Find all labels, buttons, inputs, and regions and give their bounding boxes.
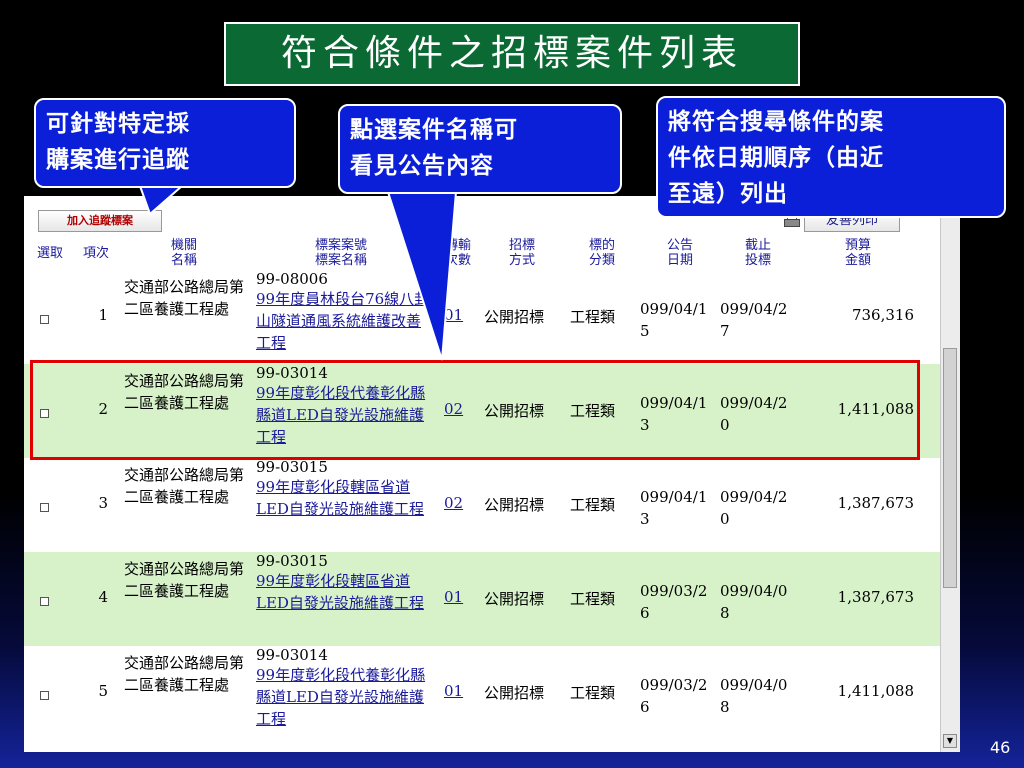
row-case-name-link[interactable]: 99年度彰化段代養彰化縣縣道LED自發光設施維護工程 — [256, 384, 426, 446]
table-row: 2 交通部公路總局第二區養護工程處 99-03014 99年度彰化段代養彰化縣縣… — [24, 364, 940, 458]
row-index: 5 — [98, 682, 108, 700]
row-case-name-link[interactable]: 99年度彰化段轄區省道LED自發光設施維護工程 — [256, 572, 424, 612]
row-case-name-link[interactable]: 99年度彰化段代養彰化縣縣道LED自發光設施維護工程 — [256, 666, 426, 728]
callout-tracking: 可針對特定採 購案進行追蹤 — [34, 98, 296, 188]
row-index: 1 — [98, 306, 108, 324]
callout-text: 購案進行追蹤 — [46, 147, 190, 173]
row-pub-date: 099/04/13 — [640, 488, 708, 528]
callout-text: 至遠）列出 — [668, 181, 788, 207]
row-case-name-link[interactable]: 99年度彰化段轄區省道LED自發光設施維護工程 — [256, 478, 424, 518]
row-agency: 交通部公路總局第二區養護工程處 — [124, 278, 245, 318]
row-case-number: 99-03014 — [256, 364, 328, 382]
row-index: 2 — [98, 400, 108, 418]
header-category[interactable]: 標的分類 — [588, 238, 615, 268]
row-transmissions-link[interactable]: 02 — [444, 494, 464, 512]
row-method: 公開招標 — [484, 684, 545, 702]
row-deadline: 099/04/20 — [720, 394, 788, 434]
tender-list-panel: 加入追蹤標案 友善列印 選取 項次 機關名稱 標案案號標案名稱 傳輸次數 招標方… — [24, 196, 960, 752]
header-agency[interactable]: 機關名稱 — [170, 238, 197, 268]
row-method: 公開招標 — [484, 590, 545, 608]
header-method[interactable]: 招標方式 — [508, 238, 535, 268]
add-tracking-button[interactable]: 加入追蹤標案 — [38, 210, 162, 232]
header-budget[interactable]: 預算金額 — [844, 238, 871, 268]
row-checkbox[interactable] — [40, 409, 49, 418]
row-budget: 1,387,673 — [837, 588, 914, 606]
row-deadline: 099/04/08 — [720, 676, 788, 716]
row-method: 公開招標 — [484, 496, 545, 514]
table-row: 4 交通部公路總局第二區養護工程處 99-03015 99年度彰化段轄區省道LE… — [24, 552, 940, 646]
row-agency: 交通部公路總局第二區養護工程處 — [124, 466, 245, 506]
row-method: 公開招標 — [484, 308, 545, 326]
row-case-number: 99-08006 — [256, 270, 328, 288]
row-checkbox[interactable] — [40, 597, 49, 606]
row-pub-date: 099/04/13 — [640, 394, 708, 434]
row-transmissions-link[interactable]: 01 — [444, 682, 464, 700]
row-pub-date: 099/03/26 — [640, 582, 708, 622]
row-transmissions-link[interactable]: 02 — [444, 400, 464, 418]
row-category: 工程類 — [570, 590, 616, 608]
header-pub-date[interactable]: 公告日期 — [666, 238, 693, 268]
callout-text: 點選案件名稱可 — [350, 117, 518, 143]
vertical-scrollbar[interactable]: ▼ — [940, 196, 960, 752]
scrollbar-thumb[interactable] — [943, 348, 957, 588]
row-deadline: 099/04/27 — [720, 300, 788, 340]
row-case-number: 99-03015 — [256, 552, 328, 570]
page-number: 46 — [990, 738, 1011, 757]
table-header: 選取 項次 機關名稱 標案案號標案名稱 傳輸次數 招標方式 標的分類 公告日期 … — [24, 238, 940, 270]
row-transmissions-link[interactable]: 01 — [444, 588, 464, 606]
row-case-number: 99-03014 — [256, 646, 328, 664]
header-select: 選取 — [36, 246, 63, 261]
row-method: 公開招標 — [484, 402, 545, 420]
table-row: 1 交通部公路總局第二區養護工程處 99-08006 99年度員林段台76線八卦… — [24, 270, 940, 364]
row-index: 3 — [98, 494, 108, 512]
row-budget: 1,411,088 — [837, 682, 914, 700]
row-category: 工程類 — [570, 496, 616, 514]
header-transmissions[interactable]: 傳輸次數 — [444, 238, 471, 268]
row-index: 4 — [98, 588, 108, 606]
row-transmissions-link[interactable]: 01 — [444, 306, 464, 324]
row-agency: 交通部公路總局第二區養護工程處 — [124, 372, 245, 412]
highlight-box — [30, 360, 920, 460]
row-case-name-link[interactable]: 99年度員林段台76線八卦山隧道通風系統維護改善工程 — [256, 290, 430, 352]
callout-text: 件依日期順序（由近 — [668, 145, 884, 171]
row-checkbox[interactable] — [40, 315, 49, 324]
callout-date-order: 將符合搜尋條件的案 件依日期順序（由近 至遠）列出 — [656, 96, 1006, 218]
scroll-down-arrow-icon[interactable]: ▼ — [943, 734, 957, 748]
row-pub-date: 099/04/15 — [640, 300, 708, 340]
header-deadline[interactable]: 截止投標 — [744, 238, 771, 268]
callout-text: 可針對特定採 — [46, 111, 190, 137]
callout-case-name: 點選案件名稱可 看見公告內容 — [338, 104, 622, 194]
row-budget: 1,411,088 — [837, 400, 914, 418]
row-budget: 1,387,673 — [837, 494, 914, 512]
row-agency: 交通部公路總局第二區養護工程處 — [124, 560, 245, 600]
callout-text: 將符合搜尋條件的案 — [668, 109, 884, 135]
row-category: 工程類 — [570, 308, 616, 326]
table-row: 3 交通部公路總局第二區養護工程處 99-03015 99年度彰化段轄區省道LE… — [24, 458, 940, 552]
row-budget: 736,316 — [851, 306, 914, 324]
table-row: 5 交通部公路總局第二區養護工程處 99-03014 99年度彰化段代養彰化縣縣… — [24, 646, 940, 740]
row-checkbox[interactable] — [40, 691, 49, 700]
row-deadline: 099/04/20 — [720, 488, 788, 528]
row-case-number: 99-03015 — [256, 458, 328, 476]
header-case[interactable]: 標案案號標案名稱 — [314, 238, 367, 268]
slide-title: 符合條件之招標案件列表 — [224, 22, 800, 86]
row-agency: 交通部公路總局第二區養護工程處 — [124, 654, 245, 694]
row-checkbox[interactable] — [40, 503, 49, 512]
row-deadline: 099/04/08 — [720, 582, 788, 622]
header-index: 項次 — [82, 246, 109, 261]
row-category: 工程類 — [570, 402, 616, 420]
callout-text: 看見公告內容 — [350, 153, 494, 179]
row-category: 工程類 — [570, 684, 616, 702]
row-pub-date: 099/03/26 — [640, 676, 708, 716]
